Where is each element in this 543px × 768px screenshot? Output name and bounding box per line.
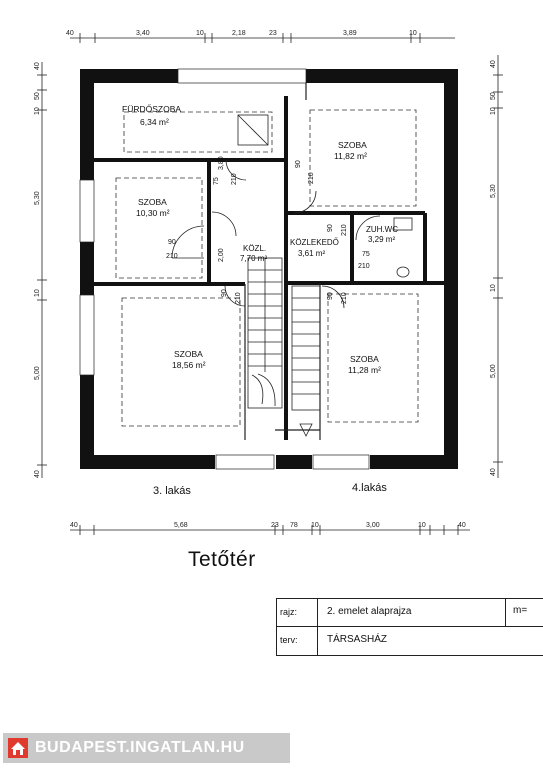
bottom-dim-2: 23 xyxy=(271,522,279,529)
bottom-dimension-line: 40 5,68 23 78 10 3,00 10 40 xyxy=(70,522,470,535)
floor-plan: 40 3,40 10 2,18 23 3,89 10 40 10 50 5,30… xyxy=(34,30,503,478)
left-dim-4: 10 xyxy=(34,289,41,297)
right-dim-4: 10 xyxy=(490,284,497,292)
mark-7: 210 xyxy=(235,292,242,304)
room-area-room-4: 11,82 m² xyxy=(334,151,367,161)
room-name-room-2: SZOBA xyxy=(138,197,167,207)
mark-12: 90 xyxy=(295,160,302,168)
right-dim-0: 40 xyxy=(490,60,497,68)
room-area-room-2: 10,30 m² xyxy=(136,208,170,218)
project-key: terv: xyxy=(280,635,298,645)
bottom-dim-0: 40 xyxy=(70,522,78,529)
bottom-dim-7: 40 xyxy=(458,522,466,529)
title-block-row-project: terv: TÁRSASHÁZ xyxy=(276,626,543,656)
left-dim-5: 5,00 xyxy=(34,366,41,380)
bottom-dim-4: 10 xyxy=(311,522,319,529)
room-area-corridor: 3,61 m² xyxy=(298,249,325,258)
mark-10: 90 xyxy=(327,292,334,300)
room-area-room-3: 18,56 m² xyxy=(172,360,206,370)
page-title: Tetőtér xyxy=(188,548,256,571)
title-block-divider xyxy=(317,599,318,627)
left-dim-1: 10 xyxy=(34,107,41,115)
room-area-shower-wc: 3,29 m² xyxy=(368,235,395,244)
right-dim-5: 5,00 xyxy=(490,364,497,378)
drawing-key: rajz: xyxy=(280,607,298,617)
mark-11: 210 xyxy=(341,292,348,304)
mark-15: 210 xyxy=(358,263,370,270)
mark-14: 75 xyxy=(362,251,370,258)
right-dim-1: 10 xyxy=(490,107,497,115)
bottom-dim-6: 10 xyxy=(418,522,426,529)
scale-key: m= xyxy=(513,605,528,616)
mark-13: 210 xyxy=(308,172,315,184)
top-dim-6: 10 xyxy=(409,30,417,37)
mark-1: 75 xyxy=(213,177,220,185)
house-icon xyxy=(8,738,28,758)
room-name-corridor: KÖZLEKEDŐ xyxy=(290,238,339,247)
title-block: rajz: 2. emelet alaprajza m= terv: TÁRSA… xyxy=(276,598,543,656)
room-area-bathroom: 6,34 m² xyxy=(140,117,169,127)
mark-0: 3,80 xyxy=(218,156,225,170)
window-openings xyxy=(79,68,370,470)
room-area-hall-left: 7,70 m² xyxy=(240,254,267,263)
bottom-dim-5: 3,00 xyxy=(366,522,380,529)
bottom-dim-1: 5,68 xyxy=(174,522,188,529)
right-dim-6: 40 xyxy=(490,468,497,476)
room-name-room-4: SZOBA xyxy=(338,140,367,150)
room-area-room-5: 11,28 m² xyxy=(348,365,381,375)
mark-9: 210 xyxy=(341,224,348,236)
left-dim-2: 50 xyxy=(34,92,41,100)
mark-5: 2,00 xyxy=(218,248,225,262)
top-dim-2: 10 xyxy=(196,30,204,37)
right-dimension-line xyxy=(493,55,503,478)
left-dim-3: 5,30 xyxy=(34,191,41,205)
exterior-walls xyxy=(80,69,458,469)
watermark-banner: BUDAPEST.INGATLAN.HU xyxy=(3,733,290,763)
right-dim-2: 50 xyxy=(490,92,497,100)
left-dimension-line xyxy=(37,62,47,478)
apartment-label-right: 4.lakás xyxy=(352,482,387,494)
room-name-room-3: SZOBA xyxy=(174,349,203,359)
room-name-hall-left: KÖZL. xyxy=(243,244,266,253)
title-block-row-drawing: rajz: 2. emelet alaprajza m= xyxy=(276,598,543,627)
watermark-text: BUDAPEST.INGATLAN.HU xyxy=(35,739,245,756)
bottom-dim-3: 78 xyxy=(290,522,298,529)
skylight xyxy=(237,114,269,146)
room-name-shower-wc: ZUH.WC xyxy=(366,225,398,234)
project-value: TÁRSASHÁZ xyxy=(327,634,388,645)
top-dim-5: 3,89 xyxy=(343,30,357,37)
top-dim-0: 40 xyxy=(66,30,74,37)
room-name-room-5: SZOBA xyxy=(350,354,379,364)
door-swings xyxy=(171,159,381,309)
interior-walls xyxy=(94,96,444,440)
staircase-left xyxy=(247,257,283,409)
top-dim-1: 3,40 xyxy=(136,30,150,37)
right-dim-3: 5,30 xyxy=(490,184,497,198)
title-block-divider-2 xyxy=(505,599,506,627)
drawing-value: 2. emelet alaprajza xyxy=(327,606,412,617)
top-dim-4: 23 xyxy=(269,30,277,37)
left-dim-0: 40 xyxy=(34,62,41,70)
mark-8: 90 xyxy=(327,224,334,232)
mark-6: 90 xyxy=(221,289,228,297)
staircase-right xyxy=(291,285,321,437)
mark-2: 210 xyxy=(231,173,238,185)
top-dimension-line xyxy=(70,33,455,43)
apartment-label-left: 3. lakás xyxy=(153,485,191,497)
mark-4: 210 xyxy=(166,253,178,260)
wc-fixtures xyxy=(393,217,413,278)
dashed-ceiling-lines xyxy=(115,109,419,427)
room-name-bathroom: FÜRDŐSZOBA xyxy=(122,104,181,114)
left-dim-6: 40 xyxy=(34,470,41,478)
top-dim-3: 2,18 xyxy=(232,30,246,37)
title-block-divider-3 xyxy=(317,627,318,655)
mark-3: 90 xyxy=(168,239,176,246)
